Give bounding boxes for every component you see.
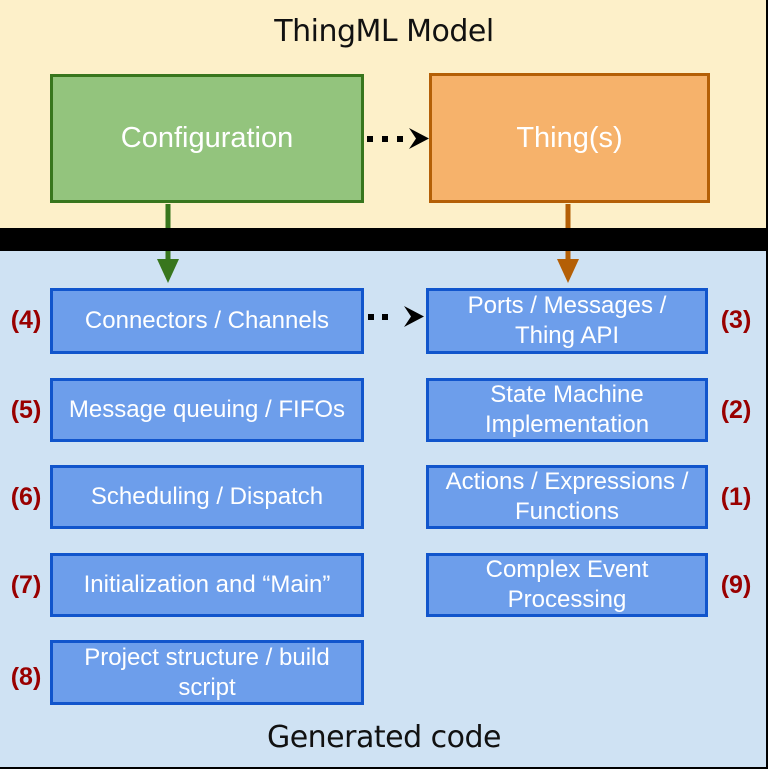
box-connectors-channels-label: Connectors / Channels xyxy=(84,307,330,335)
number-7: (7) xyxy=(10,571,42,599)
box-ports-messages-api-label: Ports / Messages / Thing API xyxy=(467,292,667,349)
box-actions-expressions: Actions / Expressions / Functions xyxy=(426,465,708,529)
number-8: (8) xyxy=(10,663,42,691)
number-1: (1) xyxy=(720,483,752,511)
box-message-queuing-fifos: Message queuing / FIFOs xyxy=(50,378,364,442)
box-scheduling-dispatch-label: Scheduling / Dispatch xyxy=(90,483,324,511)
box-complex-event-processing-label: Complex Event Processing xyxy=(485,556,649,613)
thingml-model-section: ThingML Model Configuration Thing(s) xyxy=(0,0,768,228)
separator-bar xyxy=(0,228,768,251)
box-message-queuing-fifos-label: Message queuing / FIFOs xyxy=(68,396,346,424)
box-initialization-main-label: Initialization and “Main” xyxy=(83,571,331,599)
box-project-structure-build: Project structure / build script xyxy=(50,640,364,705)
box-scheduling-dispatch: Scheduling / Dispatch xyxy=(50,465,364,529)
box-state-machine-label: State Machine Implementation xyxy=(484,381,650,438)
box-complex-event-processing: Complex Event Processing xyxy=(426,553,708,617)
box-ports-messages-api: Ports / Messages / Thing API xyxy=(426,288,708,354)
box-project-structure-build-label: Project structure / build script xyxy=(84,643,330,701)
bottom-edge-line xyxy=(0,767,768,769)
number-2: (2) xyxy=(720,396,752,424)
dotted-arrow-config-to-things-icon xyxy=(367,128,429,149)
number-6: (6) xyxy=(10,483,42,511)
dotted-arrow-connectors-to-ports-icon xyxy=(368,306,424,327)
things-label: Thing(s) xyxy=(516,121,623,154)
box-actions-expressions-label: Actions / Expressions / Functions xyxy=(445,468,689,525)
generated-code-title: Generated code xyxy=(266,720,502,755)
configuration-label: Configuration xyxy=(120,122,294,154)
number-3: (3) xyxy=(720,306,752,334)
number-9: (9) xyxy=(720,571,752,599)
generated-code-section: Connectors / Channels Message queuing / … xyxy=(0,251,768,769)
thingml-model-title: ThingML Model xyxy=(274,14,494,49)
things-box: Thing(s) xyxy=(429,73,710,203)
box-connectors-channels: Connectors / Channels xyxy=(50,288,364,354)
right-edge-line xyxy=(766,0,768,769)
number-4: (4) xyxy=(10,306,42,334)
box-state-machine: State Machine Implementation xyxy=(426,378,708,442)
number-5: (5) xyxy=(10,396,42,424)
configuration-box: Configuration xyxy=(50,74,364,203)
box-initialization-main: Initialization and “Main” xyxy=(50,553,364,617)
